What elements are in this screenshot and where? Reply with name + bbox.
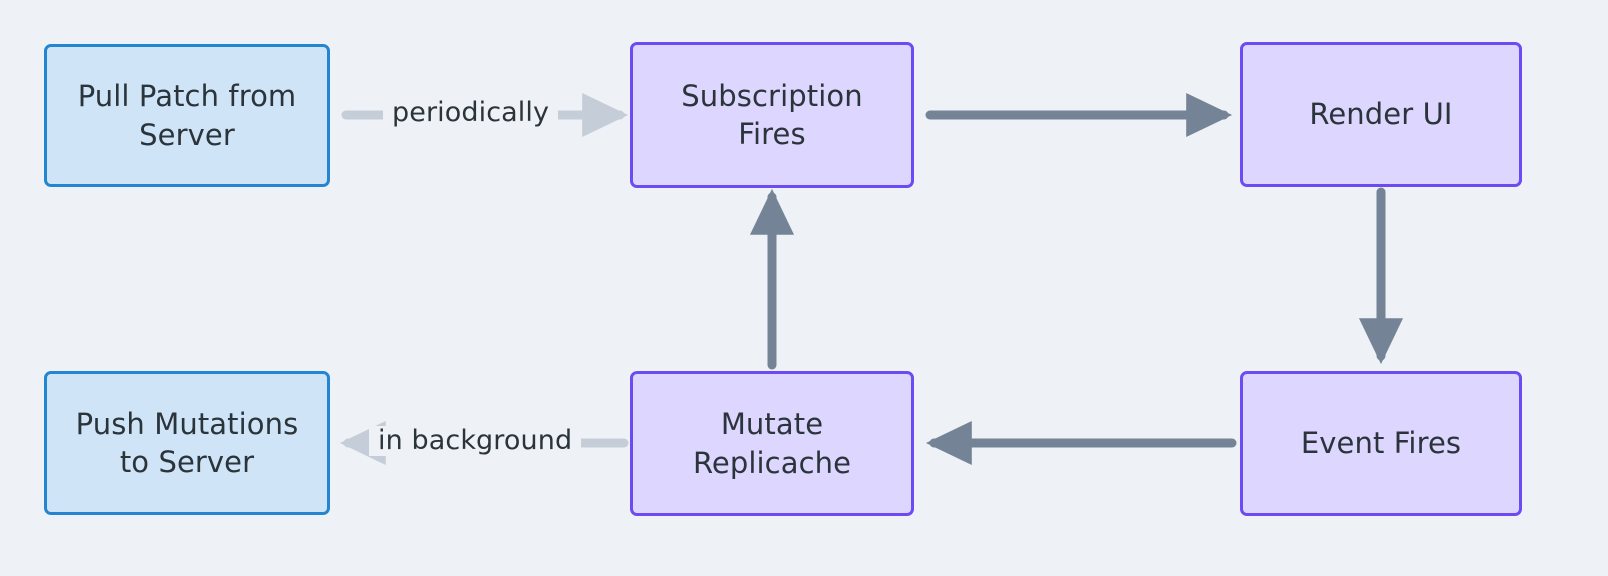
node-label: Push Mutations to Server — [75, 406, 299, 479]
node-label: Event Fires — [1300, 426, 1462, 461]
node-push-mutations-to-server[interactable]: Push Mutations to Server — [44, 371, 330, 515]
node-label: Mutate Replicache — [692, 407, 852, 480]
node-label: Pull Patch from Server — [77, 79, 297, 152]
edge-label-periodically: periodically — [383, 98, 559, 128]
node-label: Subscription Fires — [681, 78, 863, 151]
node-render-ui[interactable]: Render UI — [1240, 42, 1522, 187]
node-event-fires[interactable]: Event Fires — [1240, 371, 1522, 516]
node-subscription-fires[interactable]: Subscription Fires — [630, 42, 914, 188]
node-label: Render UI — [1309, 97, 1453, 132]
node-mutate-replicache[interactable]: Mutate Replicache — [630, 371, 914, 516]
node-pull-patch-from-server[interactable]: Pull Patch from Server — [44, 44, 330, 187]
edge-label-in-background: in background — [369, 426, 582, 456]
